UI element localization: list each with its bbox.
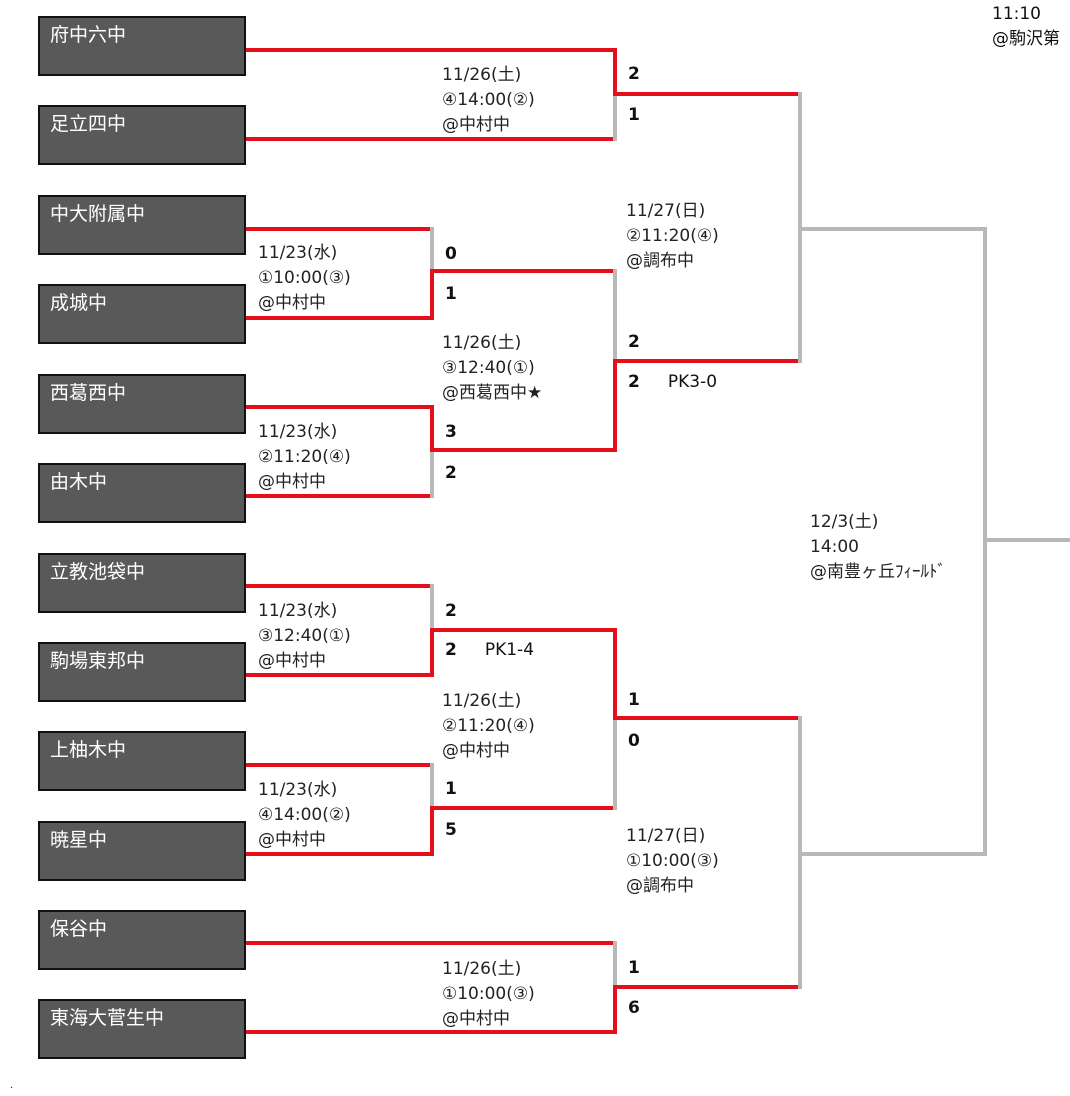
footer-mark: . — [10, 1080, 14, 1091]
score: 0 — [445, 244, 457, 264]
match-venue: @中村中 — [442, 115, 510, 135]
pk-result: PK3-0 — [667, 372, 718, 392]
match-date: 11/27(日) — [626, 201, 706, 221]
team-box: 保谷中 — [38, 910, 246, 970]
match-info-final: 12/3(土) 14:00 @南豊ヶ丘ﾌｨｰﾙﾄﾞ — [810, 510, 946, 585]
match-venue: @中村中 — [442, 1009, 510, 1029]
match-date: 11/23(水) — [258, 601, 338, 621]
team-box: 上柚木中 — [38, 731, 246, 791]
score-with-pk: 2 PK1-4 — [445, 640, 534, 660]
match-info-r1-3: 11/23(水) ③12:40(①) @中村中 — [258, 599, 351, 674]
match-date: 11/23(水) — [258, 422, 338, 442]
match-info-r2-3: 11/26(土) ②11:20(④) @中村中 — [442, 689, 535, 764]
score: 1 — [445, 284, 457, 304]
r2m4-bottom-line — [244, 985, 617, 1034]
score: 2 — [445, 463, 457, 483]
team-box: 府中六中 — [38, 16, 246, 76]
match-date: 11/27(日) — [626, 826, 706, 846]
match-venue: @中村中 — [258, 293, 326, 313]
score-with-pk: 2 PK3-0 — [628, 372, 717, 392]
team-box: 由木中 — [38, 463, 246, 523]
score: 2 — [628, 372, 640, 392]
team-box: 西葛西中 — [38, 374, 246, 434]
top-right-info: 11:10 @駒沢第 — [992, 2, 1060, 52]
match-venue: @西葛西中★ — [442, 383, 543, 403]
r2m1-top-line — [244, 48, 617, 96]
score: 5 — [445, 820, 457, 840]
match-venue: @南豊ヶ丘ﾌｨｰﾙﾄﾞ — [810, 562, 946, 582]
match-date: 11/26(土) — [442, 691, 522, 711]
match-time: ④14:00(②) — [442, 90, 535, 110]
match-info-r2-4: 11/26(土) ①10:00(③) @中村中 — [442, 957, 535, 1032]
r2m3-top-line — [430, 628, 617, 720]
team-box: 足立四中 — [38, 105, 246, 165]
score: 1 — [628, 690, 640, 710]
match-venue: @駒沢第 — [992, 29, 1060, 49]
score: 0 — [628, 731, 640, 751]
match-venue: @中村中 — [442, 741, 510, 761]
score: 2 — [445, 601, 457, 621]
team-box: 暁星中 — [38, 821, 246, 881]
match-venue: @調布中 — [626, 251, 694, 271]
match-info-r2-2: 11/26(土) ③12:40(①) @西葛西中★ — [442, 331, 542, 406]
match-date: 11/23(水) — [258, 780, 338, 800]
match-time: 14:00 — [810, 537, 859, 557]
r1m3-bottom-line — [244, 628, 434, 677]
score: 1 — [628, 958, 640, 978]
score: 2 — [628, 64, 640, 84]
match-date: 11/26(土) — [442, 65, 522, 85]
team-box: 中大附属中 — [38, 195, 246, 255]
match-time: 11:10 — [992, 4, 1041, 24]
match-time: ①10:00(③) — [258, 268, 351, 288]
match-time: ③12:40(①) — [258, 626, 351, 646]
match-info-r1-1: 11/23(水) ①10:00(③) @中村中 — [258, 241, 351, 316]
score: 1 — [628, 105, 640, 125]
match-date: 11/23(水) — [258, 243, 338, 263]
match-time: ①10:00(③) — [626, 851, 719, 871]
match-date: 11/26(土) — [442, 333, 522, 353]
match-date: 11/26(土) — [442, 959, 522, 979]
match-venue: @中村中 — [258, 472, 326, 492]
team-box: 駒場東邦中 — [38, 642, 246, 702]
team-box: 成城中 — [38, 284, 246, 344]
score: 2 — [628, 332, 640, 352]
match-info-r1-4: 11/23(水) ④14:00(②) @中村中 — [258, 778, 351, 853]
team-box: 立教池袋中 — [38, 553, 246, 613]
r2m2-bottom-line — [430, 359, 617, 452]
match-venue: @中村中 — [258, 651, 326, 671]
score: 6 — [628, 998, 640, 1018]
score: 2 — [445, 640, 457, 660]
match-info-r2-1: 11/26(土) ④14:00(②) @中村中 — [442, 63, 535, 138]
match-venue: @中村中 — [258, 830, 326, 850]
match-time: ②11:20(④) — [442, 716, 535, 736]
r1m1-bottom-line — [244, 269, 434, 320]
match-time: ②11:20(④) — [258, 447, 351, 467]
match-time: ②11:20(④) — [626, 226, 719, 246]
pk-result: PK1-4 — [484, 640, 535, 660]
match-info-r3-1: 11/27(日) ②11:20(④) @調布中 — [626, 199, 719, 274]
match-info-r1-2: 11/23(水) ②11:20(④) @中村中 — [258, 420, 351, 495]
r1m4-bottom-line — [244, 806, 434, 856]
match-venue: @調布中 — [626, 876, 694, 896]
match-time: ④14:00(②) — [258, 805, 351, 825]
r1m2-top-line — [244, 405, 434, 452]
score: 1 — [445, 779, 457, 799]
match-info-r3-2: 11/27(日) ①10:00(③) @調布中 — [626, 824, 719, 899]
match-time: ③12:40(①) — [442, 358, 535, 378]
score: 3 — [445, 422, 457, 442]
team-box: 東海大菅生中 — [38, 999, 246, 1059]
match-date: 12/3(土) — [810, 512, 879, 532]
match-time: ①10:00(③) — [442, 984, 535, 1004]
